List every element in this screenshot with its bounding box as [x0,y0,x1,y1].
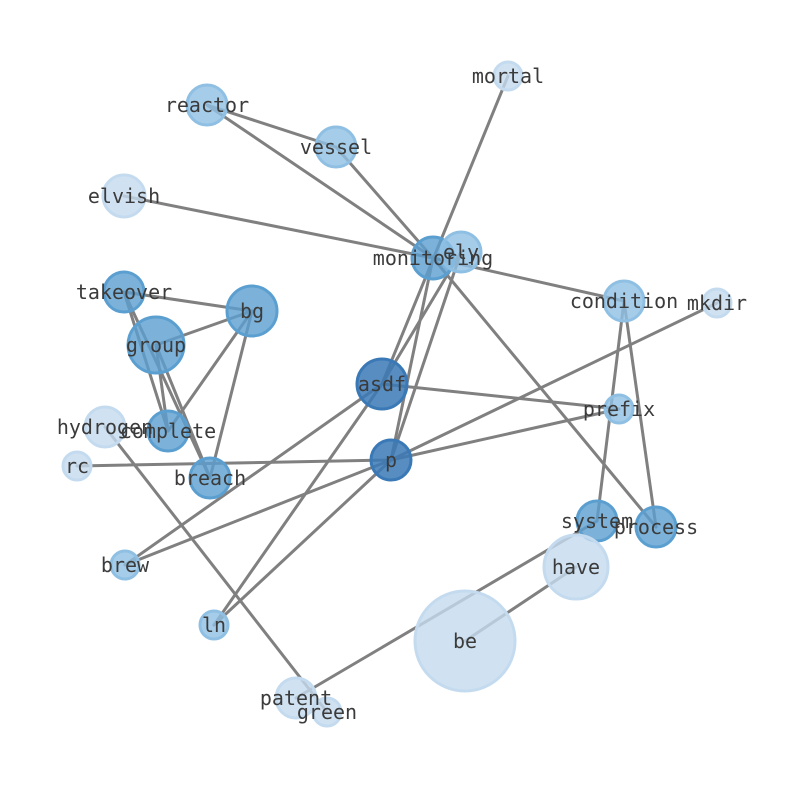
node-rc[interactable] [61,450,93,482]
node-mortal[interactable] [492,60,524,92]
edge-condition-process [622,299,658,529]
node-green[interactable] [311,696,343,728]
edge-p-mkdir [389,301,719,462]
edge-p-brew [123,458,393,567]
edge-bg-breach [208,309,254,480]
node-process[interactable] [634,505,678,549]
node-label-condition: condition [570,289,678,313]
node-label-system: system [561,509,633,533]
node-patent[interactable] [274,676,318,720]
node-brew[interactable] [109,549,141,581]
node-label-prefix: prefix [583,397,655,421]
node-be[interactable] [413,589,517,693]
node-label-ln: ln [202,613,226,637]
edge-p-rc [75,458,393,468]
edge-asdf-ln [212,382,384,627]
node-label-mkdir: mkdir [687,291,747,315]
node-label-brew: brew [101,553,150,577]
node-asdf[interactable] [355,357,409,411]
node-label-mortal: mortal [472,64,544,88]
node-mkdir[interactable] [701,287,733,319]
node-label-ely: ely [443,240,479,264]
node-label-monitoring: monitoring [373,246,493,270]
node-hydrogen[interactable] [83,405,127,449]
node-label-be: be [453,629,477,653]
node-ely[interactable] [439,230,483,274]
node-ln[interactable] [198,609,230,641]
edge-asdf-brew [123,382,384,567]
edge-asdf-prefix [380,382,621,411]
node-vessel[interactable] [314,125,358,169]
node-layer [61,60,733,728]
edge-ely-p [389,250,463,462]
node-label-have: have [552,555,600,579]
node-complete[interactable] [146,409,190,453]
edge-monitoring-p [389,256,435,462]
edge-monitoring-process [431,256,658,529]
node-label-process: process [614,515,698,539]
node-condition[interactable] [602,279,646,323]
node-label-bg: bg [240,299,264,323]
node-label-patent: patent [260,686,332,710]
edge-elvish-monitoring [122,194,435,260]
node-label-elvish: elvish [88,184,160,208]
node-label-green: green [297,700,357,724]
node-label-complete: complete [120,419,216,443]
edge-mortal-asdf [380,74,510,386]
node-label-group: group [126,333,186,357]
node-p[interactable] [369,438,413,482]
edge-reactor-monitoring [205,103,435,260]
node-label-hydrogen: hydrogen [57,415,153,439]
node-label-takeover: takeover [76,280,172,304]
node-label-p: p [385,448,397,472]
edge-p-prefix [389,407,621,462]
node-label-vessel: vessel [300,135,372,159]
edge-reactor-vessel [205,103,338,149]
node-reactor[interactable] [185,83,229,127]
node-have[interactable] [542,533,610,601]
edge-hydrogen-green [103,425,329,714]
node-label-breach: breach [174,466,246,490]
node-label-asdf: asdf [358,372,406,396]
node-takeover[interactable] [102,270,146,314]
node-breach[interactable] [188,456,232,500]
node-elvish[interactable] [101,173,147,219]
node-bg[interactable] [225,284,279,338]
edge-vessel-monitoring [334,145,435,260]
node-label-reactor: reactor [165,93,249,117]
node-prefix[interactable] [603,393,635,425]
node-label-rc: rc [65,454,89,478]
edge-p-ln [212,458,393,627]
node-group[interactable] [126,315,186,375]
